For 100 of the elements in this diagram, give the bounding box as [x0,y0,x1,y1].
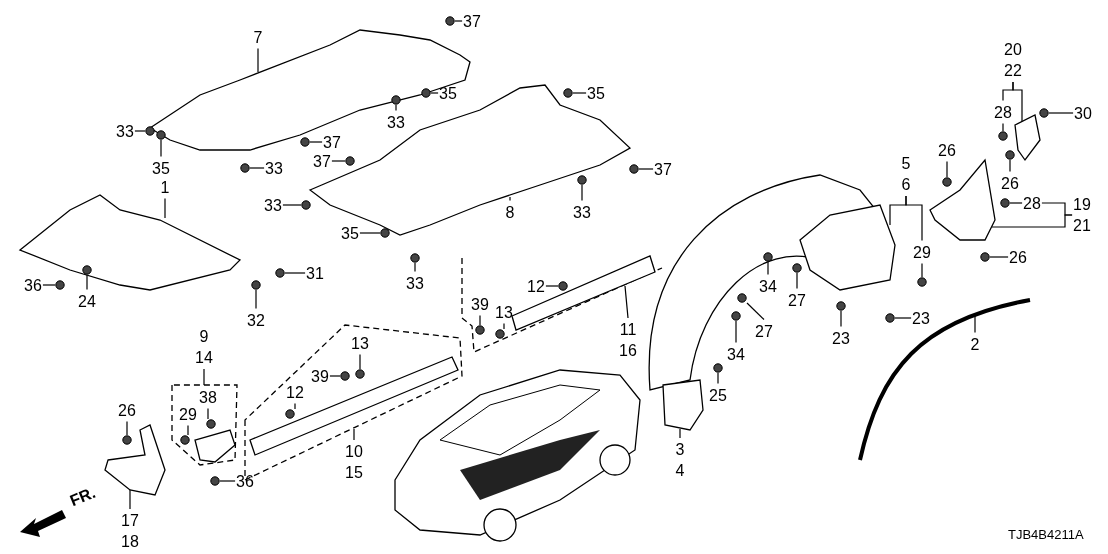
leader-line [284,272,306,274]
leader-line [134,130,146,132]
callout-number: 26 [118,400,136,421]
callout-number: 2 [970,334,980,355]
callout-number: 4 [675,461,685,481]
callout-number: 33 [573,202,591,223]
callout-number: 38 [199,387,217,408]
leader-line [991,214,1073,228]
leader-line [894,317,912,319]
leader-line [638,168,654,170]
leader-line [129,489,131,510]
leader-line [331,160,346,162]
callout-number: 21 [1073,216,1091,236]
callout-number: 23 [912,308,930,329]
leader-line [921,262,923,278]
leader-line [42,284,56,286]
leader-line [329,375,341,377]
callout-number: 1 [160,177,170,198]
callout-number: 37 [463,11,481,32]
callout-number: 34 [727,344,745,365]
callout-number: 15 [345,463,363,483]
callout-number: 8 [505,202,515,223]
callout-number: 16 [619,341,637,361]
callout-number: 29 [179,404,197,425]
leader-line [249,167,265,169]
callout-number: 19 [1073,195,1091,215]
callout-number: 28 [1023,193,1041,214]
leader-line [679,428,681,439]
callout-number: 3 [675,440,685,460]
callout-number: 13 [495,302,513,323]
leader-line [946,160,948,178]
callout-number: 32 [247,310,265,331]
leader-line [1048,112,1074,114]
leader-line [359,353,361,370]
leader-line [86,274,88,291]
callout-number: 6 [901,175,911,195]
callout-number: 12 [286,382,304,403]
leader-line [767,261,769,276]
callout-number: 33 [406,273,424,294]
leader-line [257,47,259,73]
leader-line [160,139,162,158]
callout-number: 35 [587,83,605,104]
leader-line [126,420,128,436]
leader-line [187,424,189,436]
callout-number: 23 [832,328,850,349]
callout-number: 37 [654,159,672,180]
callout-number: 30 [1074,103,1092,124]
leader-line [353,428,355,441]
callout-number: 10 [345,442,363,462]
callout-number: 29 [913,242,931,263]
callout-number: 33 [116,121,134,142]
callout-number: 26 [1009,247,1027,268]
leader-line [545,285,559,287]
leader-line [1002,122,1004,132]
callout-number: 35 [439,83,457,104]
callout-number: 11 [619,320,637,340]
leader-line [294,402,296,410]
callout-number: 26 [1001,173,1019,194]
callout-number: 13 [351,333,369,354]
leader-line [282,204,302,206]
leader-line [207,407,209,420]
leader-line [430,92,439,94]
callout-number: 34 [759,276,777,297]
leader-line [796,272,798,290]
leader-line [581,184,583,202]
leader-line [746,302,765,321]
leader-line [905,195,923,242]
leader-line [203,368,205,386]
callout-number: 36 [236,471,254,492]
leader-line [717,372,719,385]
callout-number: 37 [323,132,341,153]
leader-line [572,92,587,94]
callout-number: 37 [313,151,331,172]
leader-line [454,20,463,22]
callout-number: 25 [709,385,727,406]
leader-line [219,480,236,482]
callout-number: 9 [198,327,210,347]
leader-line [503,322,505,330]
callout-number: 12 [527,276,545,297]
callout-number: 7 [253,27,263,48]
callout-number: 39 [471,294,489,315]
callout-number: 31 [306,263,324,284]
leader-line [255,289,257,310]
callout-number: 35 [341,223,359,244]
leader-line [735,320,737,344]
leader-line [840,310,842,328]
callout-number: 27 [788,290,806,311]
callout-number: 20 [1004,40,1022,60]
leader-line [1009,202,1023,204]
callout-number: 27 [755,321,773,342]
callout-number: 33 [264,195,282,216]
callout-number: 36 [24,275,42,296]
leader-line [989,256,1009,258]
callout-number: 17 [121,511,139,531]
leader-line [359,232,381,234]
leader-line [164,197,166,219]
leader-line [1002,81,1014,102]
callout-number: 26 [938,140,956,161]
leader-line [414,262,416,273]
callout-number: 33 [387,112,405,133]
